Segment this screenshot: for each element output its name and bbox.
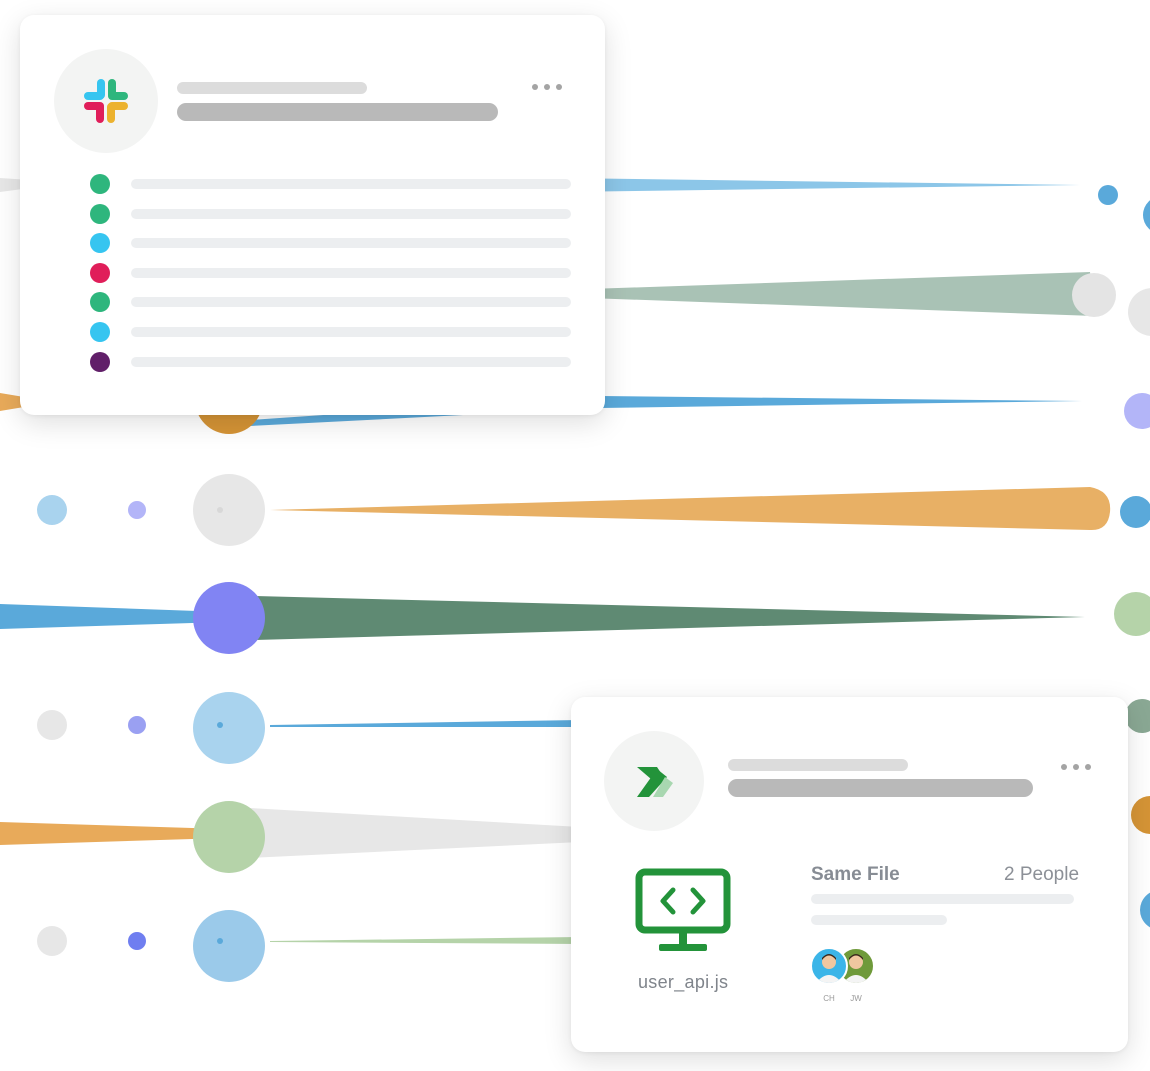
node-dot — [1124, 393, 1150, 429]
stream-left-blue — [0, 604, 225, 629]
node-dot — [1143, 200, 1150, 230]
channel-status-dot — [90, 233, 110, 254]
detail-placeholder — [811, 894, 1074, 904]
avatar-initials: JW — [850, 994, 862, 1003]
stream-blue-2 — [250, 396, 1082, 426]
node-dot — [1114, 592, 1150, 636]
node-core — [217, 938, 223, 944]
stream-gray — [250, 808, 580, 858]
node-light-blue — [193, 910, 265, 982]
message-placeholder[interactable] — [131, 238, 571, 249]
node-dot — [37, 710, 67, 740]
detail-placeholder — [811, 915, 947, 925]
node-dot — [1120, 496, 1150, 528]
node-core — [217, 507, 223, 513]
person-icon — [843, 954, 869, 983]
slack-logo-container — [54, 49, 158, 153]
slack-icon — [84, 79, 128, 123]
message-placeholder[interactable] — [131, 267, 571, 278]
more-horizontal-icon[interactable] — [1061, 764, 1097, 772]
title-placeholder — [728, 759, 908, 771]
title-placeholder — [177, 82, 367, 94]
channel-status-dot — [90, 292, 110, 313]
stream-dark-green — [255, 596, 1085, 640]
node-dot — [128, 501, 146, 519]
message-placeholder[interactable] — [131, 297, 571, 308]
channel-status-dot — [90, 351, 110, 372]
brand-logo-container — [604, 731, 704, 831]
stream-left-orange — [0, 822, 225, 845]
node-dot — [37, 926, 67, 956]
node-dot — [128, 716, 146, 734]
node-dot — [1125, 699, 1150, 733]
person-icon — [816, 954, 842, 983]
avatar-initials: CH — [823, 994, 835, 1003]
node-dot — [37, 495, 67, 525]
monitor-code-icon — [635, 868, 731, 951]
subtitle-placeholder — [177, 103, 498, 121]
channel-status-dot — [90, 203, 110, 224]
node-purple — [193, 582, 265, 654]
people-count: 2 People — [1004, 864, 1080, 885]
slack-card[interactable] — [20, 15, 605, 415]
stream-orange — [270, 487, 1111, 531]
more-horizontal-icon[interactable] — [532, 84, 568, 92]
node-dot — [1072, 273, 1116, 317]
file-name[interactable]: user_api.js — [638, 972, 729, 992]
brand-chevron-icon — [637, 767, 673, 797]
channel-status-dot — [90, 262, 110, 283]
user-avatar[interactable] — [810, 947, 848, 985]
channel-status-dot — [90, 322, 110, 342]
message-placeholder[interactable] — [131, 356, 571, 367]
message-placeholder[interactable] — [131, 179, 571, 189]
stream-blue-1 — [560, 178, 1080, 192]
node-gray — [193, 474, 265, 546]
message-placeholder[interactable] — [131, 327, 571, 337]
stream-blue-3 — [270, 720, 580, 727]
subtitle-placeholder — [728, 779, 1033, 797]
same-file-title: Same File — [811, 864, 900, 885]
node-core — [217, 722, 223, 728]
node-dot — [1140, 892, 1150, 928]
node-dot — [1131, 796, 1150, 834]
node-dot — [128, 932, 146, 950]
channel-status-dot — [90, 174, 110, 194]
file-card[interactable]: user_api.js Same File 2 People CH JW — [571, 697, 1128, 1052]
node-dot — [1128, 288, 1150, 336]
node-dot — [1098, 185, 1118, 205]
message-placeholder[interactable] — [131, 208, 571, 219]
stream-pale-green — [270, 937, 580, 944]
node-light-blue — [193, 692, 265, 764]
node-pale-green — [193, 801, 265, 873]
stream-sage — [560, 272, 1095, 316]
